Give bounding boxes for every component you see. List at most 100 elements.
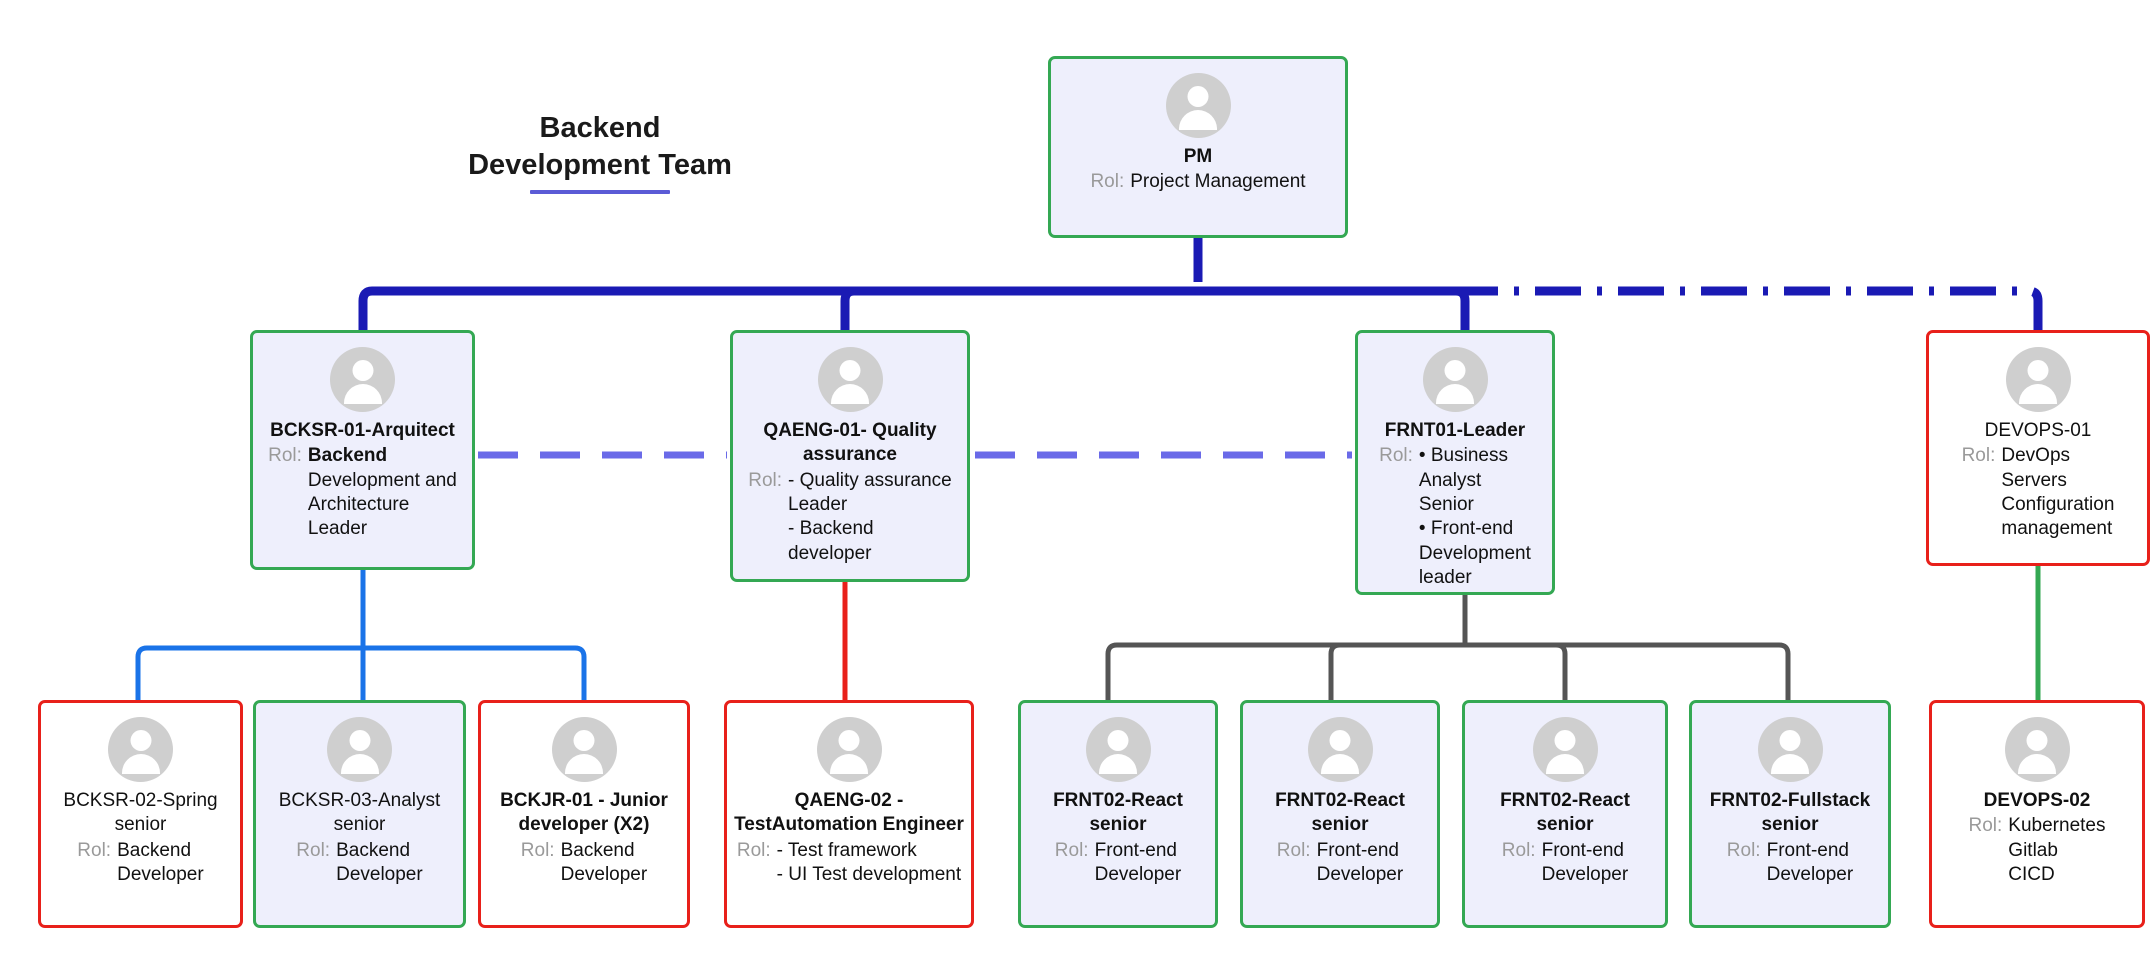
role-label: Rol: bbox=[77, 839, 112, 861]
role-label: Rol: bbox=[736, 839, 771, 861]
avatar bbox=[1085, 717, 1151, 782]
avatar bbox=[327, 717, 392, 782]
node-qaeng01[interactable]: QAENG-01- Quality assurance Rol: - Quali… bbox=[730, 330, 970, 582]
role-text: DevOps Servers Configuration management bbox=[2001, 445, 2115, 540]
avatar-head bbox=[352, 360, 373, 381]
node-title: DEVOPS-02 bbox=[1983, 790, 2091, 811]
avatar-head bbox=[349, 730, 370, 751]
wire-bus-to-bcksr01 bbox=[358, 286, 1203, 335]
avatar bbox=[816, 717, 882, 782]
wire-bus-to-devops01-dashdot bbox=[1452, 286, 2043, 330]
node-role: Rol: Front-end Developer bbox=[1021, 839, 1215, 888]
avatar-head bbox=[1444, 360, 1466, 381]
node-title: FRNT02-React senior bbox=[1053, 790, 1183, 836]
avatar-body bbox=[121, 754, 160, 774]
wire-frnt01-to-frnt02c bbox=[1465, 642, 1568, 700]
avatar bbox=[1422, 347, 1488, 412]
node-qaeng02[interactable]: QAENG-02 - TestAutomation Engineer Rol: … bbox=[724, 700, 974, 928]
avatar-body bbox=[831, 384, 869, 404]
role-label: Rol: bbox=[520, 839, 555, 861]
node-devops02[interactable]: DEVOPS-02 Rol: Kubernetes Gitlab CICD bbox=[1929, 700, 2145, 928]
avatar-body bbox=[2018, 754, 2056, 774]
role-text: Front-end Developer bbox=[1094, 839, 1182, 885]
wire-bcksr01-to-bcksr02 bbox=[135, 645, 363, 700]
role-text: Project Management bbox=[1130, 171, 1306, 193]
chart-title-line2: Development Team bbox=[468, 148, 732, 181]
role-label: Rol: bbox=[1968, 815, 2003, 837]
node-title: BCKSR-02-Spring senior bbox=[63, 790, 218, 836]
avatar bbox=[108, 717, 173, 782]
role-label: Rol: bbox=[1501, 839, 1536, 861]
node-bckjr01[interactable]: BCKJR-01 - Junior developer (X2) Rol: Ba… bbox=[478, 700, 690, 928]
wire-frnt01-to-frnt02a bbox=[1105, 642, 1465, 700]
node-bcksr02[interactable]: BCKSR-02-Spring senior Rol: Backend Deve… bbox=[38, 700, 243, 928]
role-text: Front-end Developer bbox=[1541, 839, 1629, 885]
role-text: - Quality assurance Leader - Backend dev… bbox=[788, 469, 952, 564]
avatar-head bbox=[1187, 86, 1209, 107]
node-role: Rol: Backend Developer bbox=[481, 839, 687, 888]
node-frnt02b[interactable]: FRNT02-React senior Rol: Front-end Devel… bbox=[1240, 700, 1440, 928]
avatar-body bbox=[1321, 754, 1359, 774]
node-title: BCKSR-03-Analyst senior bbox=[278, 790, 441, 836]
avatar-body bbox=[343, 384, 382, 404]
node-frnt02d[interactable]: FRNT02-Fullstack senior Rol: Front-end D… bbox=[1689, 700, 1891, 928]
avatar-body bbox=[2019, 384, 2057, 404]
avatar-head bbox=[573, 730, 595, 751]
role-text-rest: Development and Architecture Leader bbox=[307, 469, 457, 540]
role-text: - Test framework - UI Test development bbox=[776, 839, 962, 885]
avatar-head bbox=[2027, 360, 2049, 381]
node-frnt01[interactable]: FRNT01-Leader Rol: • Business Analyst Se… bbox=[1355, 330, 1555, 595]
role-text: Front-end Developer bbox=[1766, 839, 1854, 885]
avatar bbox=[2005, 347, 2071, 412]
avatar-body bbox=[1771, 754, 1809, 774]
avatar bbox=[1307, 717, 1373, 782]
avatar-body bbox=[830, 754, 868, 774]
avatar-head bbox=[838, 730, 860, 751]
avatar-body bbox=[1179, 110, 1217, 130]
chart-title: Backend Development Team bbox=[400, 110, 800, 195]
avatar-body bbox=[1099, 754, 1137, 774]
avatar bbox=[1532, 717, 1598, 782]
avatar-head bbox=[1107, 730, 1129, 751]
node-title: FRNT02-Fullstack senior bbox=[1709, 790, 1871, 836]
avatar-body bbox=[565, 754, 603, 774]
node-bcksr03[interactable]: BCKSR-03-Analyst senior Rol: Backend Dev… bbox=[253, 700, 466, 928]
role-text: Backend Developer bbox=[560, 839, 648, 885]
title-underline bbox=[530, 190, 670, 195]
node-role: Rol: - Test framework - UI Test developm… bbox=[727, 839, 971, 888]
role-label: Rol: bbox=[1054, 839, 1089, 861]
avatar-head bbox=[1329, 730, 1351, 751]
role-text: Kubernetes Gitlab CICD bbox=[2008, 815, 2106, 885]
role-text-bold: Backend bbox=[307, 445, 388, 467]
node-title: DEVOPS-01 bbox=[1984, 420, 2092, 441]
role-text: Front-end Developer bbox=[1316, 839, 1404, 885]
avatar-head bbox=[1554, 730, 1576, 751]
node-role: Rol: DevOps Servers Configuration manage… bbox=[1929, 444, 2147, 541]
avatar bbox=[330, 347, 395, 412]
role-label: Rol: bbox=[1379, 445, 1413, 467]
node-frnt02a[interactable]: FRNT02-React senior Rol: Front-end Devel… bbox=[1018, 700, 1218, 928]
node-role: Rol: Front-end Developer bbox=[1692, 839, 1888, 888]
role-label: Rol: bbox=[268, 445, 302, 467]
role-label: Rol: bbox=[296, 839, 331, 861]
chart-title-line1: Backend bbox=[539, 112, 661, 144]
avatar-head bbox=[2026, 730, 2048, 751]
role-label: Rol: bbox=[1961, 445, 1996, 467]
node-pm[interactable]: PM Rol: Project Management bbox=[1048, 56, 1348, 238]
avatar bbox=[817, 347, 883, 412]
avatar bbox=[2004, 717, 2070, 782]
avatar bbox=[1165, 73, 1231, 138]
node-devops01[interactable]: DEVOPS-01 Rol: DevOps Servers Configurat… bbox=[1926, 330, 2150, 566]
node-title: PM bbox=[1183, 146, 1213, 167]
node-title: FRNT01-Leader bbox=[1384, 420, 1526, 441]
avatar bbox=[551, 717, 617, 782]
node-title: FRNT02-React senior bbox=[1500, 790, 1630, 836]
node-role: Rol: Backend Developer bbox=[256, 839, 463, 888]
avatar-body bbox=[1546, 754, 1584, 774]
wire-frnt01-to-frnt02d bbox=[1465, 642, 1791, 700]
node-frnt02c[interactable]: FRNT02-React senior Rol: Front-end Devel… bbox=[1462, 700, 1668, 928]
